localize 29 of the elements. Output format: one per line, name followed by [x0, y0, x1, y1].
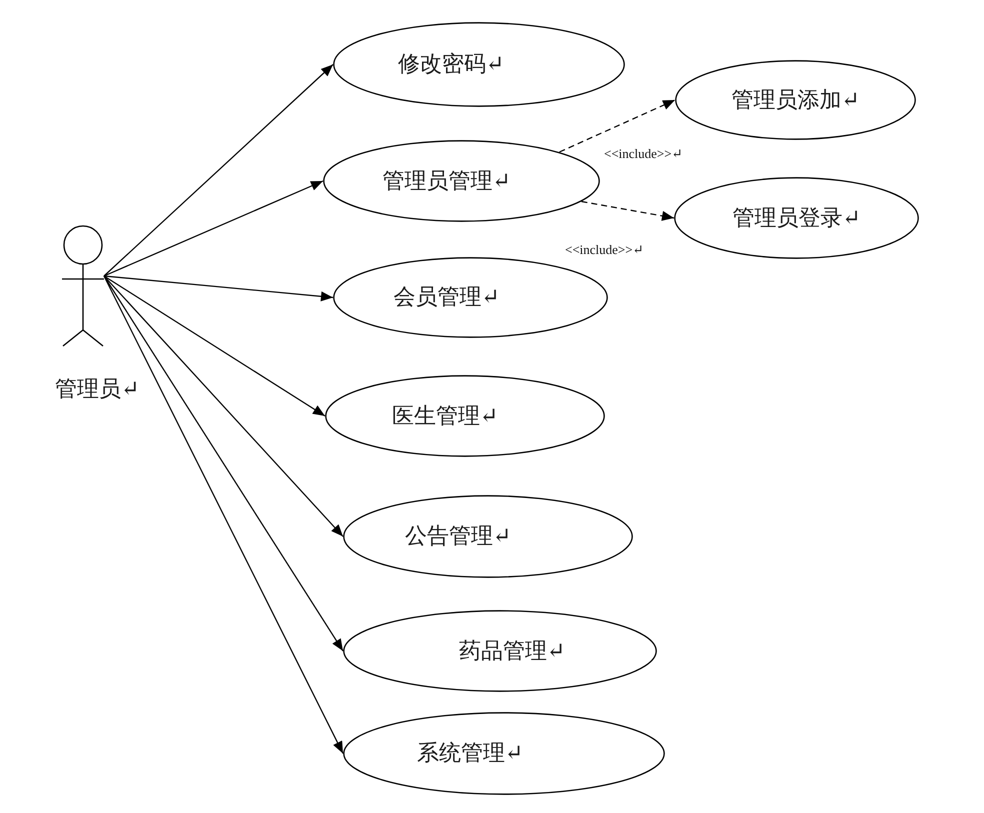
- arrow: [103, 276, 344, 754]
- use-case-ellipse: [343, 495, 633, 578]
- use-case-name: 修改密码↵: [398, 51, 504, 78]
- use-case-ellipse: [325, 375, 605, 457]
- use-case-name: 会员管理↵: [393, 284, 500, 311]
- arrow: [104, 276, 344, 652]
- use-case-name: 系统管理↵: [416, 740, 524, 767]
- use-case-ellipse: [343, 610, 657, 692]
- arrow: [104, 64, 334, 276]
- arrow: [104, 276, 344, 537]
- use-case-ellipse: [674, 177, 919, 259]
- use-case-name: 管理员添加↵: [731, 86, 860, 114]
- actor-name: 管理员↵: [55, 376, 140, 402]
- arrow: [104, 180, 324, 277]
- dashed-arrow: [559, 99, 676, 153]
- dashed-arrow: [581, 200, 674, 221]
- use-case-name: 管理员管理↵: [382, 168, 511, 194]
- arrow: [104, 275, 334, 302]
- use-case-ellipse: [333, 22, 625, 107]
- use-case-ellipse: [675, 60, 916, 140]
- use-case-name: 管理员登录↵: [732, 204, 861, 232]
- actor-figure: [62, 225, 104, 347]
- use-case-name: 医生管理↵: [392, 402, 498, 430]
- use-case-ellipse: [323, 140, 600, 222]
- arrow: [104, 276, 326, 416]
- use-case-name: 公告管理↵: [404, 523, 512, 550]
- use-case-ellipse: [343, 712, 665, 795]
- use-case-name: 药品管理↵: [458, 638, 566, 664]
- use-case-ellipse: [333, 257, 608, 338]
